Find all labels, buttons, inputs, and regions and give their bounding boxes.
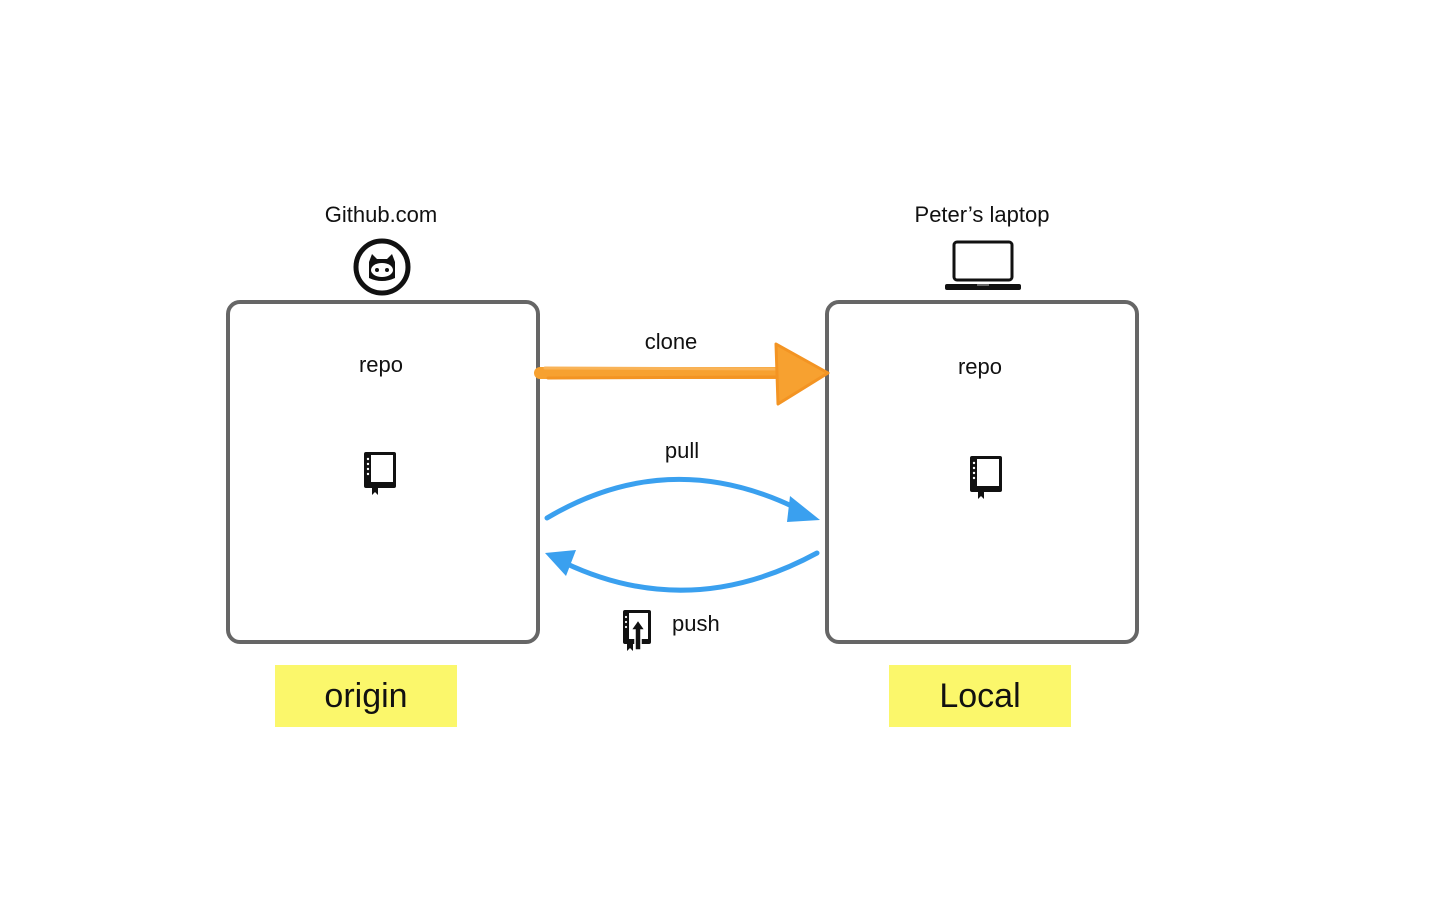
laptop-host-label: Peter’s laptop xyxy=(914,202,1050,227)
clone-arrow xyxy=(534,342,830,406)
github-host-label: Github.com xyxy=(324,202,438,227)
repo-book-icon xyxy=(970,456,1002,499)
github-octocat-icon xyxy=(353,238,411,296)
local-repo-label: repo xyxy=(957,354,1003,379)
origin-repo-box xyxy=(226,300,540,644)
origin-badge: origin xyxy=(275,665,457,727)
push-label: push xyxy=(672,611,720,636)
repo-push-icon xyxy=(623,610,651,651)
push-arrow xyxy=(545,550,820,593)
repo-book-icon xyxy=(364,452,396,495)
pull-label: pull xyxy=(664,438,700,463)
clone-label: clone xyxy=(644,329,698,354)
origin-repo-label: repo xyxy=(358,352,404,377)
local-badge: Local xyxy=(889,665,1071,727)
pull-arrow xyxy=(544,476,820,522)
laptop-icon xyxy=(945,240,1021,290)
